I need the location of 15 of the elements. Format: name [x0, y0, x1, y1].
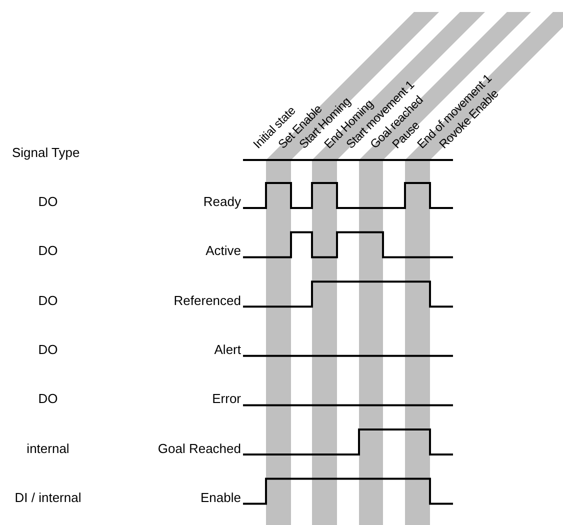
signal-name-label: Referenced — [174, 292, 241, 308]
signal-type-label: DO — [38, 292, 58, 308]
signal-type-label: DO — [38, 194, 58, 209]
signal-name-label: Goal Reached — [158, 440, 241, 456]
signal-name-label: Enable — [200, 490, 241, 505]
signal-type-label: DO — [38, 391, 58, 406]
signal-type-label: DI / internal — [14, 490, 82, 505]
signal-name-label: Alert — [214, 342, 241, 357]
column-heading: Signal Type — [12, 145, 80, 160]
signal-name-label: Ready — [203, 194, 241, 209]
signal-type-label: DO — [38, 342, 58, 357]
signal-type-label: internal — [26, 440, 70, 456]
signal-name-label: Error — [212, 391, 241, 406]
signal-name-label: Active — [206, 243, 241, 258]
signal-type-label: DO — [38, 243, 58, 258]
